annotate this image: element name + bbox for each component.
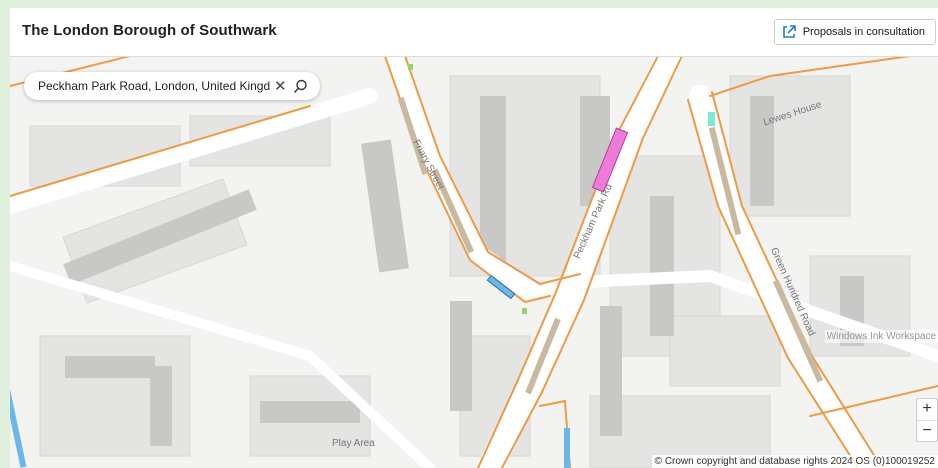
search-icon[interactable] <box>293 79 308 94</box>
map-canvas[interactable]: Friary Street Peckham Park Rd Green Hund… <box>10 56 938 468</box>
search-input[interactable] <box>38 79 270 93</box>
map-svg[interactable] <box>10 56 938 468</box>
proposals-in-consultation-button[interactable]: Proposals in consultation <box>773 19 936 45</box>
zoom-out-button[interactable]: − <box>922 422 932 439</box>
app-frame: Friary Street Peckham Park Rd Green Hund… <box>10 8 938 468</box>
external-link-icon <box>782 25 796 38</box>
close-icon[interactable]: ✕ <box>274 77 287 95</box>
page-title: The London Borough of Southwark <box>22 22 277 39</box>
app-header: The London Borough of Southwark Proposal… <box>10 8 938 57</box>
map-attribution: © Crown copyright and database rights 20… <box>651 455 938 468</box>
zoom-in-button[interactable]: + <box>917 399 937 421</box>
map-label-play-area: Play Area <box>332 438 375 449</box>
search-box: ✕ <box>24 72 320 100</box>
windows-ink-overlay: Windows Ink Workspace <box>824 330 938 343</box>
zoom-control: + − <box>916 398 938 442</box>
proposals-in-consultation-label: Proposals in consultation <box>802 26 925 38</box>
